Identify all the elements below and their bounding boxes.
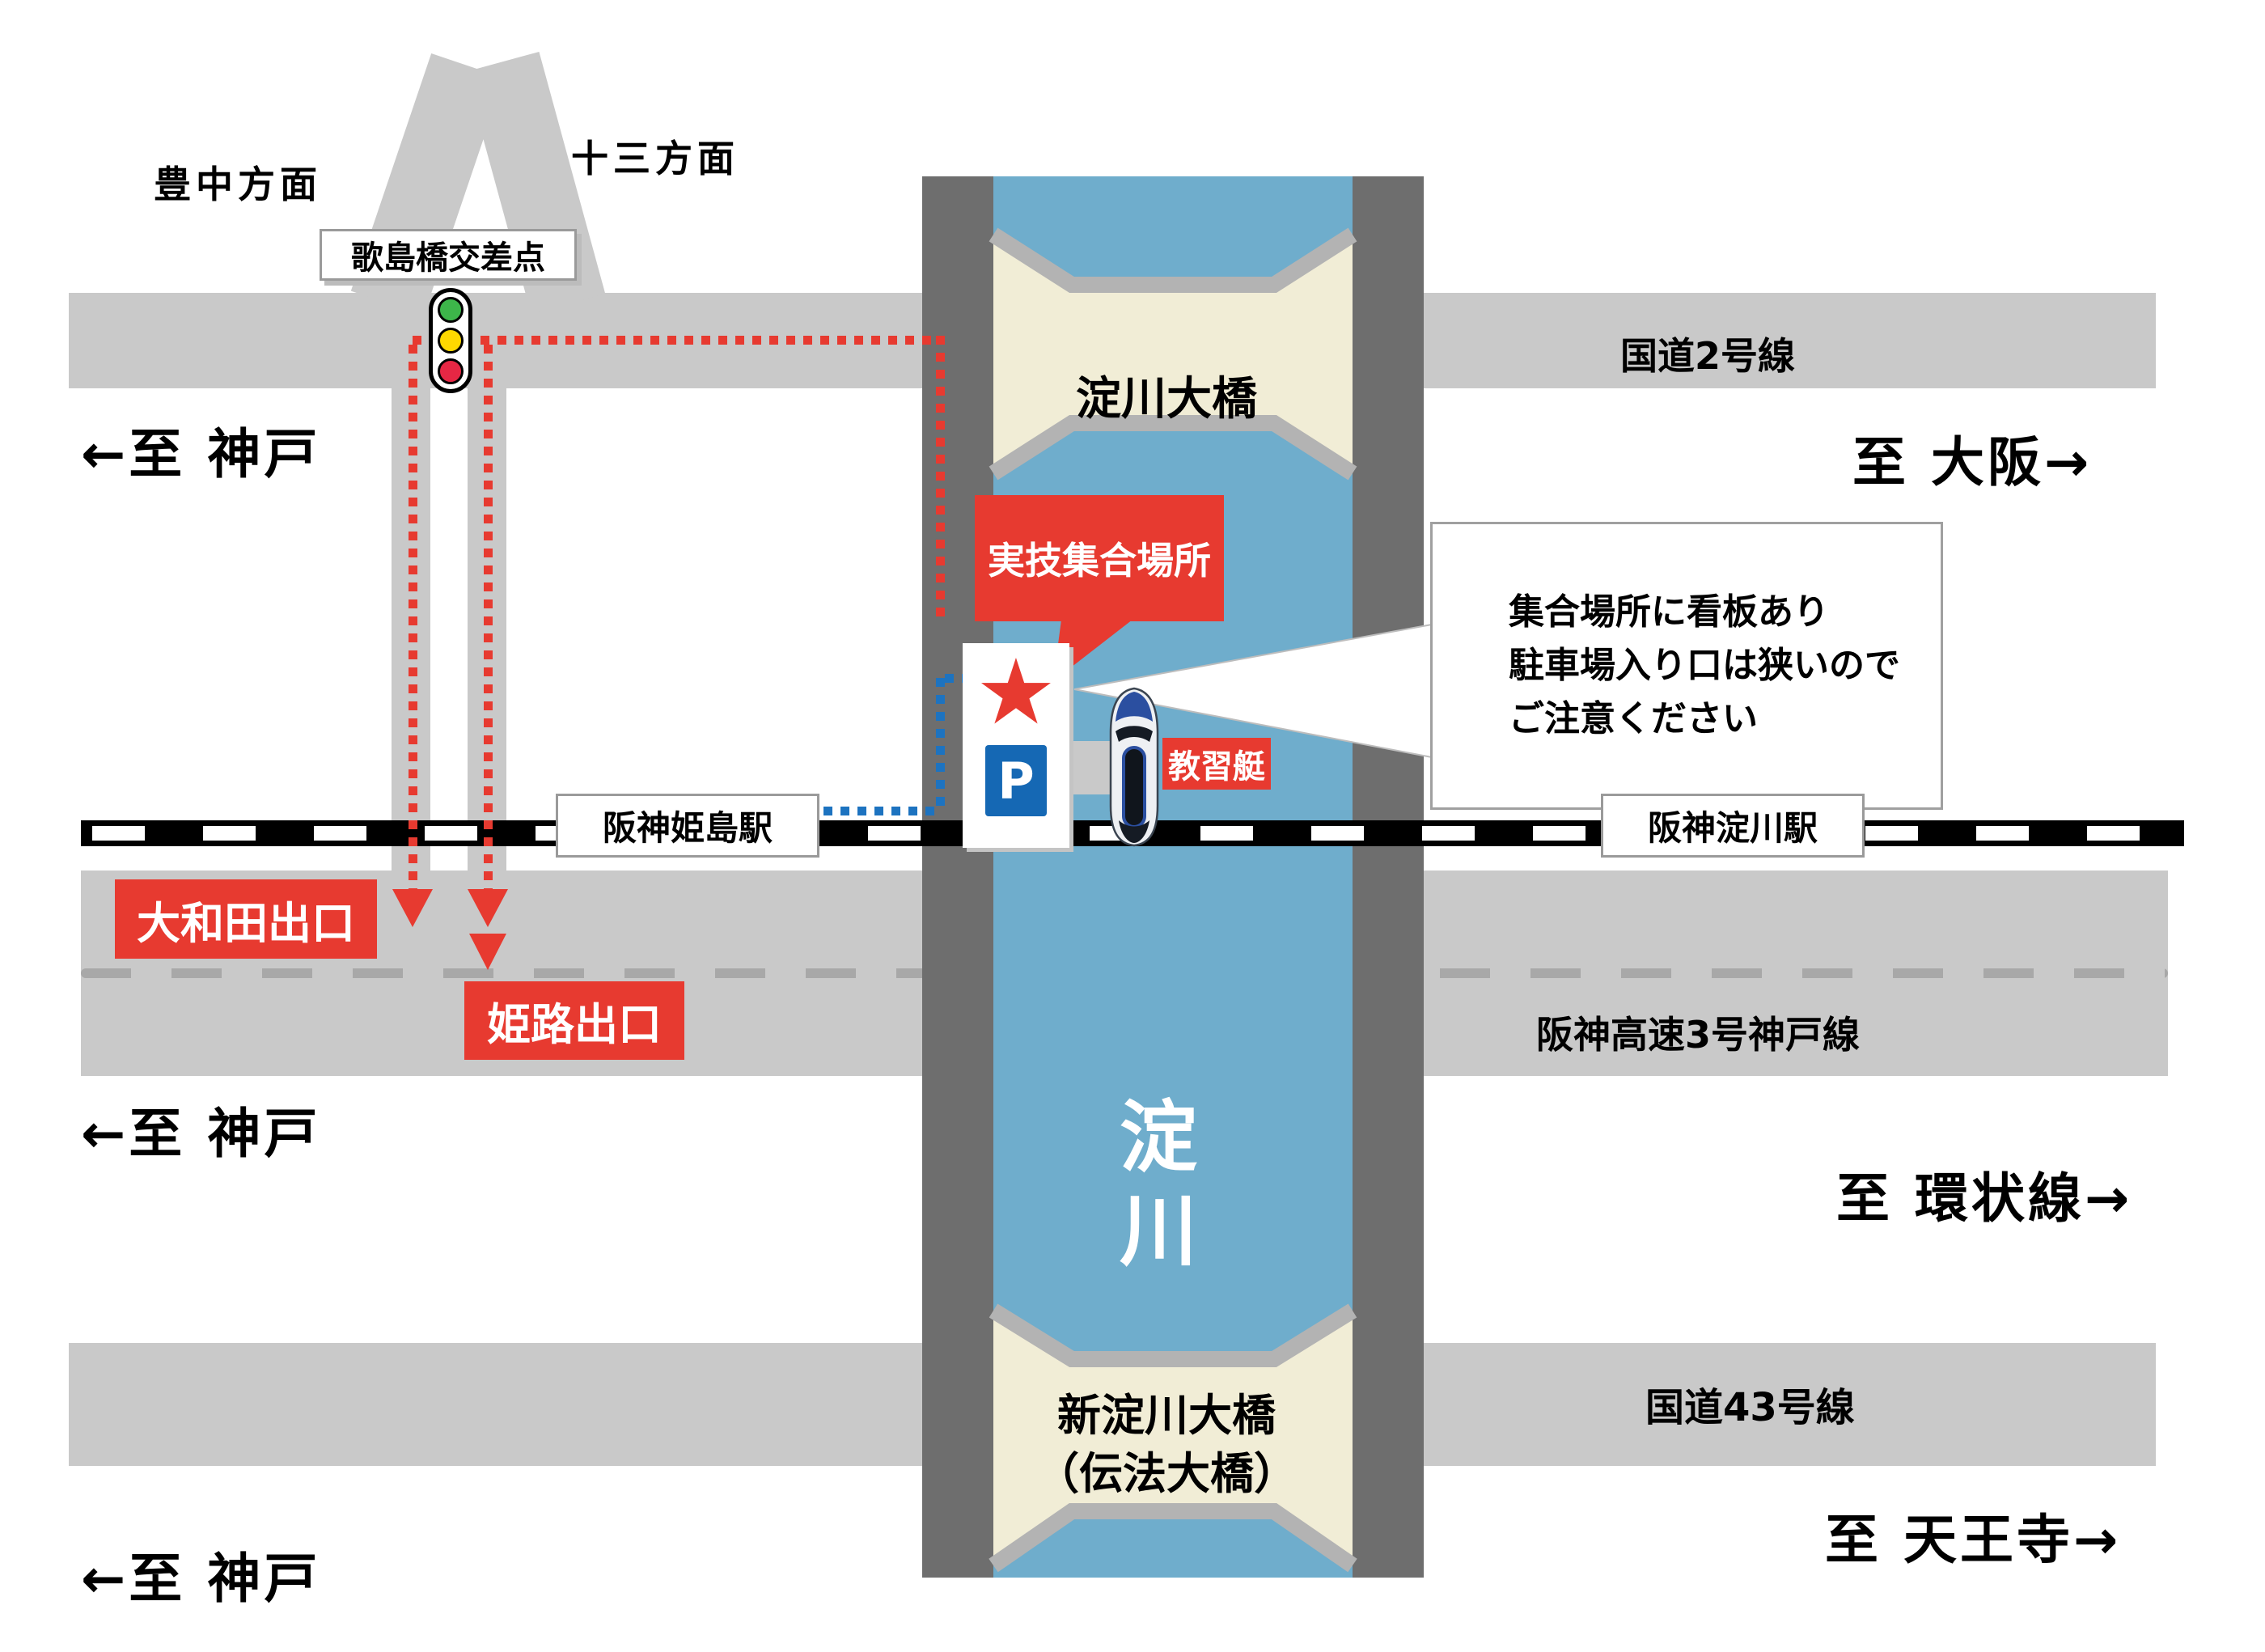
note-line-2: 駐車場入り口は狭いので (1509, 645, 1900, 686)
route-red-himeji (484, 345, 493, 889)
route-red-riverbank (936, 336, 945, 621)
route-red-owada (409, 345, 417, 889)
route-blue-from-station (823, 807, 937, 815)
himeji-exit-arrow-icon-1 (468, 889, 508, 927)
shin-yodogawa-label: 新淀川大橋 （伝法大橋） (1005, 1387, 1328, 1503)
river-bank-left (922, 176, 993, 1578)
yellow-light-icon (438, 328, 464, 354)
yodogawa-station-label: 阪神淀川駅 (1601, 794, 1865, 858)
green-light-icon (438, 297, 464, 323)
to-kobe-bottom-label: ←至 神戸 (81, 1548, 321, 1610)
meeting-place-bubble: 実技集合場所 (975, 495, 1224, 621)
note-box: 集合場所に看板あり 駐車場入り口は狭いので ご注意ください (1430, 522, 1943, 810)
juso-direction-label: 十三方面 (571, 137, 739, 180)
yodogawa-ohashi-bridge (989, 227, 1357, 481)
river-name-char2: 川 (1120, 1186, 1197, 1277)
owada-exit-label: 大和田出口 (115, 879, 377, 959)
to-osaka-label: 至 大阪→ (1852, 431, 2093, 493)
river-name-label: 淀 川 (1116, 1091, 1200, 1278)
to-kanjosen-label: 至 環状線→ (1836, 1167, 2133, 1230)
note-line-3: ご注意ください (1509, 698, 1758, 739)
hanshin-expressway-name-label: 阪神高速3号神戸線 (1536, 1013, 1861, 1057)
toyonaka-direction-label: 豊中方面 (154, 163, 322, 206)
shin-yodogawa-line1: 新淀川大橋 (1057, 1390, 1276, 1441)
owada-exit-arrow-icon (392, 889, 433, 927)
utajimabashi-intersection-label: 歌島橋交差点 (320, 229, 577, 281)
river-bank-right (1353, 176, 1424, 1578)
river-name-char1: 淀 (1120, 1092, 1197, 1183)
traffic-light-icon (429, 288, 472, 393)
speech-bubble-tail (1053, 620, 1132, 681)
to-kobe-top-label: ←至 神戸 (81, 423, 321, 485)
shin-yodogawa-bridge (989, 1303, 1357, 1573)
meeting-point-box: ★ P (963, 643, 1069, 848)
red-light-icon (438, 358, 464, 384)
shin-yodogawa-line2: （伝法大橋） (1035, 1448, 1298, 1499)
route-blue-riverbank (936, 678, 945, 814)
route-red-horizontal (413, 336, 940, 345)
parking-icon: P (985, 745, 1047, 816)
to-kobe-mid-label: ←至 神戸 (81, 1103, 321, 1165)
himeji-exit-label: 姫路出口 (464, 981, 684, 1060)
route-blue-to-meeting (945, 674, 967, 683)
route2-name-label: 国道2号線 (1620, 334, 1796, 378)
note-line-1: 集合場所に看板あり (1509, 591, 1829, 633)
yodogawa-ohashi-label: 淀川大橋 (1076, 373, 1257, 426)
star-icon: ★ (975, 640, 1057, 745)
himeji-exit-arrow-icon-2 (469, 934, 506, 970)
jet-ski-icon (1109, 687, 1159, 847)
route43-name-label: 国道43号線 (1645, 1385, 1855, 1430)
himejima-station-label: 阪神姫島駅 (556, 794, 819, 858)
to-tennoji-label: 至 天王寺→ (1825, 1509, 2122, 1571)
training-boat-label: 教習艇 (1162, 738, 1271, 790)
